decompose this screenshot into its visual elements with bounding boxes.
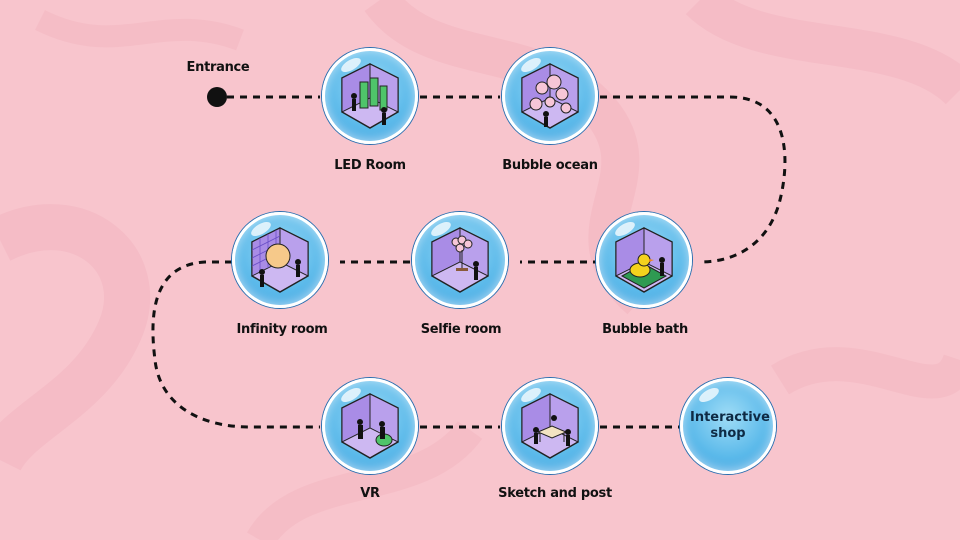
infinity-room-bubble[interactable]: [232, 212, 328, 308]
led-room-icon: [341, 63, 399, 129]
vr-room-bubble[interactable]: [322, 378, 418, 474]
selfie-room-label: Selfie room: [420, 322, 502, 337]
selfie-room-icon: [431, 227, 489, 293]
shop-bubble-icon: Interactive shop: [680, 378, 776, 474]
infinity-room-label: Infinity room: [236, 322, 328, 337]
infinity-room-icon: [251, 227, 309, 293]
bubble-bath-icon: [615, 227, 673, 293]
bubble-bath-label: Bubble bath: [602, 322, 688, 337]
vr-room-label: VR: [360, 486, 380, 501]
vr-room-icon: [341, 393, 399, 459]
bubble-ocean-bubble[interactable]: [502, 48, 598, 144]
sketch-room-bubble[interactable]: [502, 378, 598, 474]
selfie-room-bubble[interactable]: [412, 212, 508, 308]
entrance-label: Entrance: [186, 60, 250, 75]
bubble-ocean-label: Bubble ocean: [502, 158, 598, 173]
entrance-marker: [207, 87, 227, 107]
shop-bubble[interactable]: Interactive shop: [680, 378, 776, 474]
shop-label: Interactive shop: [690, 410, 770, 441]
led-room-bubble[interactable]: [322, 48, 418, 144]
led-room-label: LED Room: [334, 158, 406, 173]
sketch-room-icon: [521, 393, 579, 459]
bubble-ocean-icon: [521, 63, 579, 129]
bubble-bath-bubble[interactable]: [596, 212, 692, 308]
sketch-room-label: Sketch and post: [498, 486, 612, 501]
